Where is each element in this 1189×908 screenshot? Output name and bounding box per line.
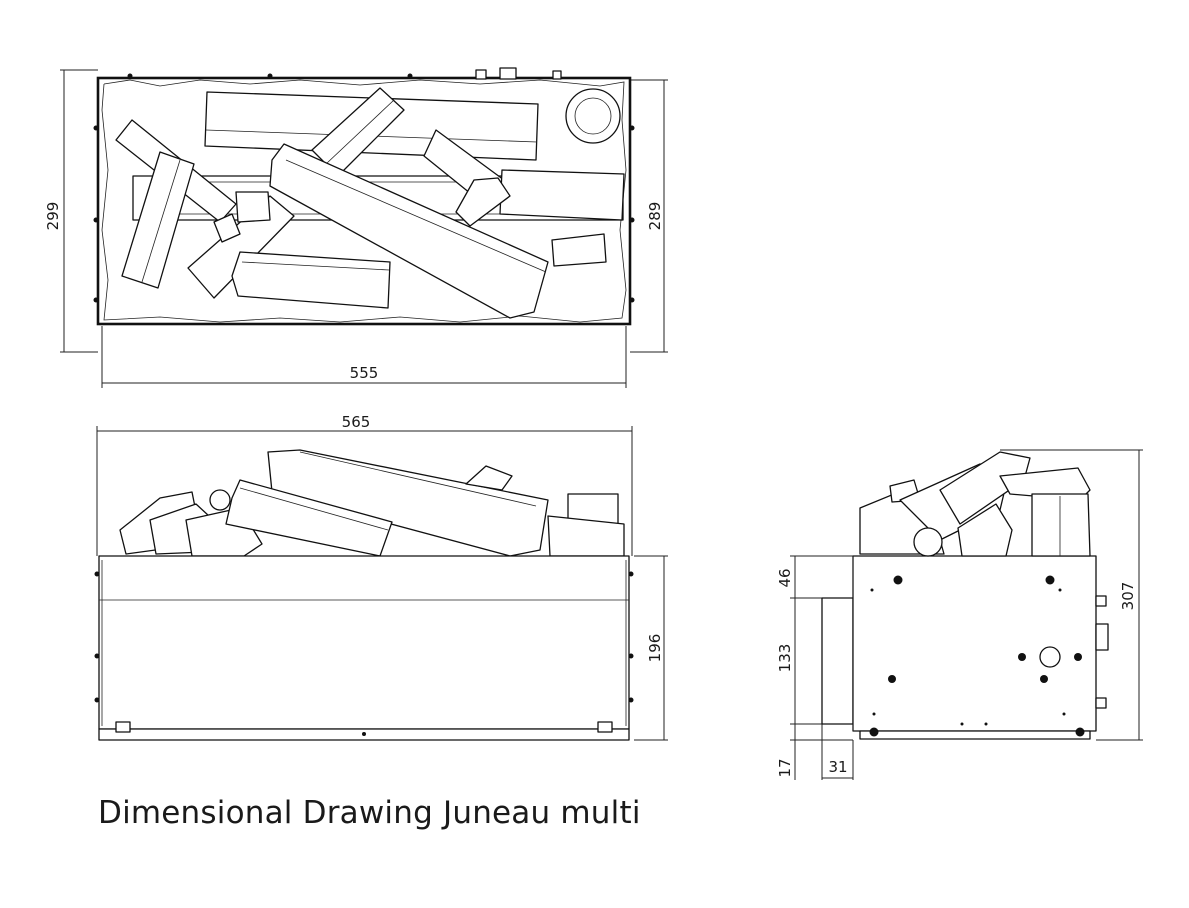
side-mid-label: 133 [776, 644, 794, 673]
side-view [790, 449, 1143, 780]
side-bottom-label: 17 [776, 758, 794, 777]
top-left-height-label: 299 [44, 202, 62, 231]
front-width-label: 565 [342, 413, 371, 431]
drawing-caption: Dimensional Drawing Juneau multi [98, 795, 641, 831]
side-top-band-label: 46 [776, 568, 794, 587]
side-depth-label: 31 [828, 758, 847, 776]
front-view [94, 426, 668, 741]
side-total-height-label: 307 [1119, 582, 1137, 611]
top-right-height-label: 289 [646, 202, 664, 231]
top-width-label: 555 [350, 364, 379, 382]
top-view [60, 67, 668, 388]
front-height-label: 196 [646, 634, 664, 663]
